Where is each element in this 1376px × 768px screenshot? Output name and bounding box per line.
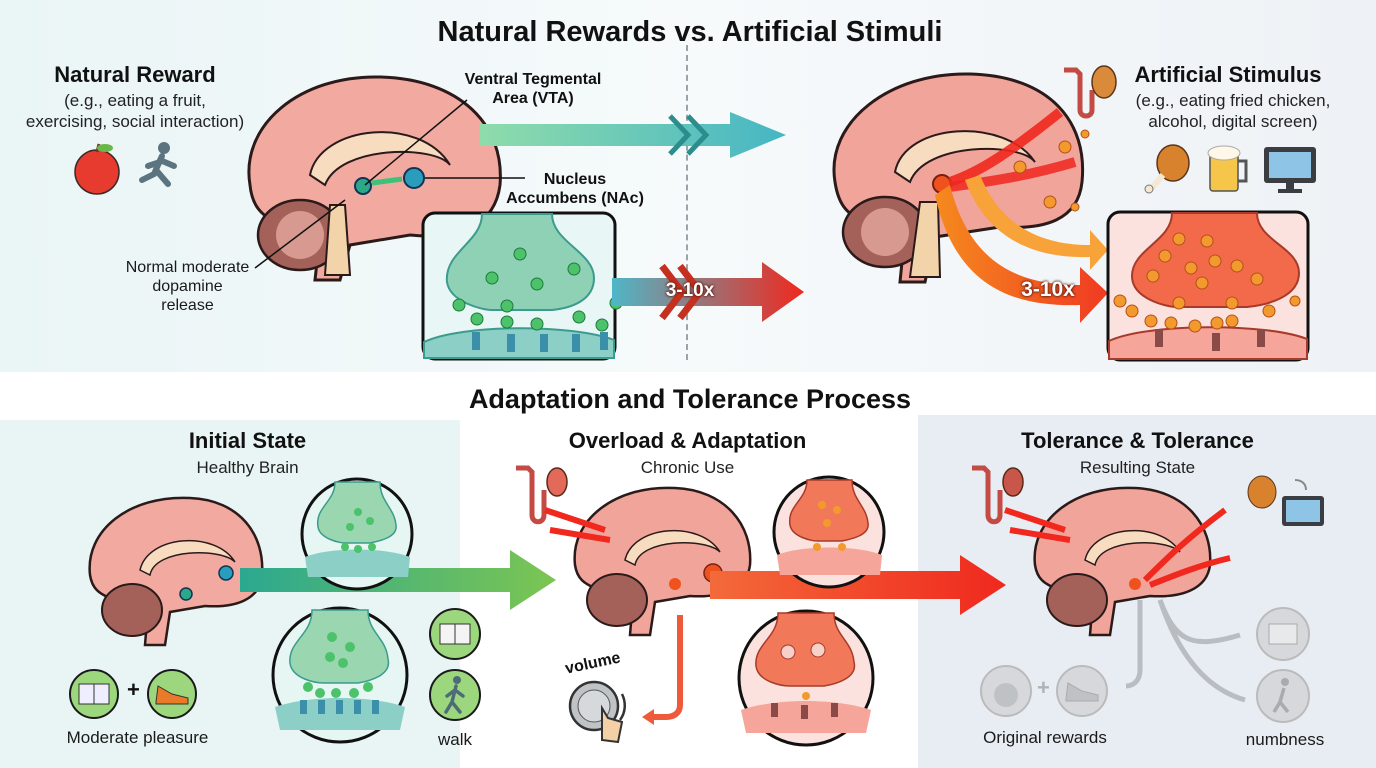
release-line1: Normal moderate [125,259,250,276]
artificial-stimulus-title: Artificial Stimulus [1134,62,1322,87]
main-title: Natural Rewards vs. Artificial Stimuli [437,16,943,48]
moderate-pleasure-caption: Moderate pleasure [66,728,209,747]
label-leader-lines [254,99,525,269]
natural-multiplier-badge: 3-10x [665,280,715,301]
natural-subtitle-line1: (e.g., eating a fruit, [64,91,206,110]
stage1-to-stage2-arrow [240,550,556,610]
stage2-synapse-lower [737,609,875,747]
monitor-icon [1264,147,1316,193]
numbness-caption: numbness [1245,730,1325,749]
walk-caption: walk [437,730,472,749]
vta-marker [354,177,372,195]
stage2-feedback-arrow [642,615,683,725]
vta-label-line1: Ventral Tegmental [464,71,602,88]
overload-brain-illustration [544,486,752,637]
stage2-to-stage3-arrow [710,555,1006,615]
beer-mug-icon [1207,145,1248,192]
artificial-synapse-closeup [1106,210,1310,362]
center-dashed-divider [686,45,688,360]
stage1-subtitle: Healthy Brain [196,458,299,477]
volume-knob-icon[interactable] [562,672,642,752]
original-rewards-caption: Original rewards [983,728,1107,747]
process-title: Adaptation and Tolerance Process [468,384,912,414]
artificial-stimulus-subtitle: (e.g., eating fried chicken, alcohol, di… [1110,90,1356,132]
stage1-reward-icons [69,669,197,719]
stage1-side-icons [429,608,481,721]
stage2-synapse-upper [772,475,886,589]
natural-synapse-closeup [421,211,623,361]
nac-label: Nucleus Accumbens (NAc) [500,170,650,208]
natural-reward-title: Natural Reward [54,62,216,87]
drumstick-icon [1247,475,1277,509]
stage2-subtitle: Chronic Use [640,458,735,477]
natural-reward-subtitle: (e.g., eating a fruit, exercising, socia… [0,90,270,132]
natural-subtitle-line2: exercising, social interaction) [25,112,245,131]
stage1-synapse-upper [300,477,414,591]
fried-chicken-icon [1144,144,1190,194]
healthy-brain-illustration [88,496,264,647]
tolerance-brain-illustration [1004,486,1231,637]
normal-release-label: Normal moderate dopamine release [100,258,275,315]
plus-sign: + [127,677,140,702]
section-divider-band [0,372,1376,420]
apple-icon [74,143,120,195]
faded-plus-sign: + [1037,675,1050,700]
stage2-title: Overload & Adaptation [568,428,807,453]
stage3-gray-paths [1125,599,1246,703]
natural-pathway-arrow [480,112,786,158]
stage2-substance-icon [516,465,568,525]
running-person-icon [139,142,177,187]
artificial-brain-illustration [832,72,1090,284]
artificial-multiplier-badge: 3-10x [1021,278,1075,301]
stage3-faded-reward-icons [980,665,1108,717]
artificial-subtitle-line1: (e.g., eating fried chicken, [1135,91,1331,110]
vta-label: Ventral Tegmental Area (VTA) [448,70,618,108]
vta-label-line2: Area (VTA) [492,90,574,107]
artificial-subtitle-line2: alcohol, digital screen) [1148,112,1318,131]
pipe-and-drumstick-icon [1064,65,1117,119]
release-line2: dopamine [152,278,223,295]
stage3-stimulus-icons [1247,475,1324,526]
release-line3: release [161,297,214,314]
nac-marker [403,167,425,189]
stage1-synapse-lower [271,606,409,744]
stage1-title: Initial State [188,428,307,453]
stage3-subtitle: Resulting State [1079,458,1196,477]
stage3-title: Tolerance & Tolerance [1021,428,1254,453]
nac-label-line2: Accumbens (NAc) [506,190,644,207]
artificial-release-arrows [935,175,1108,323]
stage3-faded-side-icons [1256,607,1310,723]
nac-label-line1: Nucleus [543,171,607,188]
stage3-substance-icon [972,465,1024,525]
multiplier-arrow [612,262,804,322]
